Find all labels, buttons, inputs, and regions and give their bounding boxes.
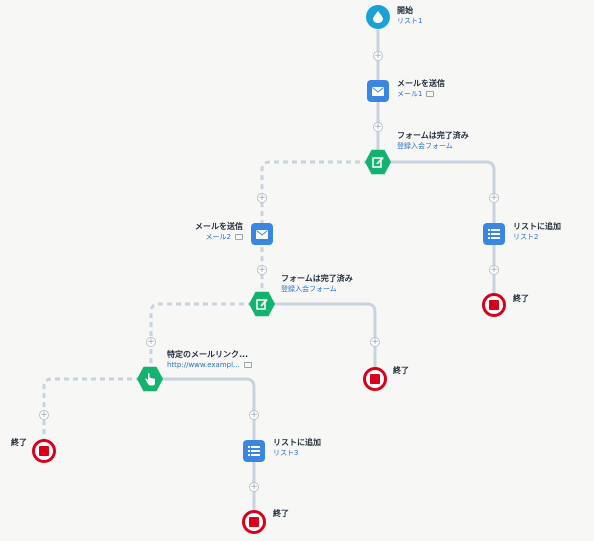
list-icon	[488, 229, 500, 239]
form-edit-icon	[256, 298, 268, 310]
node-title: リストに追加	[273, 438, 321, 447]
add-to-list-node[interactable]	[483, 223, 505, 245]
add-step-button[interactable]: +	[39, 410, 49, 420]
node-title: 特定のメールリンク...	[167, 350, 249, 359]
stop-icon	[249, 517, 259, 527]
end-label: 終了	[393, 366, 409, 376]
add-step-button[interactable]: +	[370, 337, 380, 347]
add-step-button[interactable]: +	[489, 265, 499, 275]
addlist2-label: リストに追加 リスト2	[513, 222, 561, 242]
node-subtitle[interactable]: リスト3	[273, 449, 299, 457]
drop-icon	[373, 11, 383, 23]
add-step-button[interactable]: +	[257, 265, 267, 275]
node-subtitle[interactable]: リスト1	[397, 17, 423, 25]
stop-icon	[39, 446, 49, 456]
list-icon	[248, 446, 260, 456]
node-subtitle[interactable]: 登録入会フォーム	[281, 285, 337, 293]
end-label: 終了	[513, 294, 529, 304]
camera-icon[interactable]	[235, 234, 243, 240]
stop-icon	[489, 300, 499, 310]
end-node[interactable]	[482, 293, 506, 317]
add-step-button[interactable]: +	[249, 482, 259, 492]
add-to-list-node[interactable]	[243, 440, 265, 462]
start-label: 開始 リスト1	[397, 6, 422, 26]
node-title: 終了	[11, 438, 27, 447]
line-form2-no	[149, 302, 262, 379]
start-node[interactable]	[366, 5, 390, 29]
form-edit-icon	[372, 156, 384, 168]
node-subtitle[interactable]: リスト2	[513, 233, 539, 241]
send-email-node[interactable]	[367, 80, 389, 102]
email2-label: メールを送信 メール2	[195, 222, 243, 242]
link-label: 特定のメールリンク... http://www.exampl...	[167, 350, 252, 370]
line-link-yes	[150, 377, 256, 522]
end-node[interactable]	[242, 510, 266, 534]
add-step-button[interactable]: +	[373, 122, 383, 132]
node-title: 終了	[273, 509, 289, 518]
add-step-button[interactable]: +	[373, 51, 383, 61]
node-subtitle[interactable]: メール2	[205, 233, 231, 241]
envelope-icon	[256, 229, 268, 239]
node-subtitle[interactable]: メール1	[397, 90, 423, 98]
email1-label: メールを送信 メール1	[397, 79, 445, 99]
form-completed-node[interactable]	[365, 149, 391, 175]
node-title: 開始	[397, 6, 413, 15]
line-form1-no	[260, 160, 378, 304]
node-title: リストに追加	[513, 222, 561, 231]
end-label: 終了	[11, 438, 27, 448]
line-link-no	[42, 377, 150, 450]
node-title: 終了	[393, 366, 409, 375]
addlist3-label: リストに追加 リスト3	[273, 438, 321, 458]
end-node[interactable]	[32, 439, 56, 463]
stop-icon	[370, 374, 380, 384]
camera-icon[interactable]	[426, 91, 435, 97]
node-subtitle[interactable]: 登録入会フォーム	[397, 142, 453, 150]
add-step-button[interactable]: +	[489, 193, 499, 203]
send-email-node[interactable]	[251, 223, 273, 245]
node-title: フォームは完了済み	[397, 131, 469, 140]
node-title: メールを送信	[195, 222, 243, 231]
form1-label: フォームは完了済み 登録入会フォーム	[397, 131, 469, 151]
camera-icon[interactable]	[243, 362, 252, 368]
line-form1-yes	[378, 160, 496, 305]
end-node[interactable]	[363, 367, 387, 391]
add-step-button[interactable]: +	[146, 337, 156, 347]
node-title: メールを送信	[397, 79, 445, 88]
node-title: 終了	[513, 294, 529, 303]
end-label: 終了	[273, 509, 289, 519]
node-subtitle[interactable]: http://www.exampl...	[167, 361, 240, 369]
envelope-icon	[372, 86, 384, 96]
form2-label: フォームは完了済み 登録入会フォーム	[281, 274, 353, 294]
hand-pointer-icon	[145, 372, 155, 385]
line-form2-yes	[262, 302, 377, 380]
node-title: フォームは完了済み	[281, 274, 353, 283]
add-step-button[interactable]: +	[257, 193, 267, 203]
add-step-button[interactable]: +	[249, 410, 259, 420]
